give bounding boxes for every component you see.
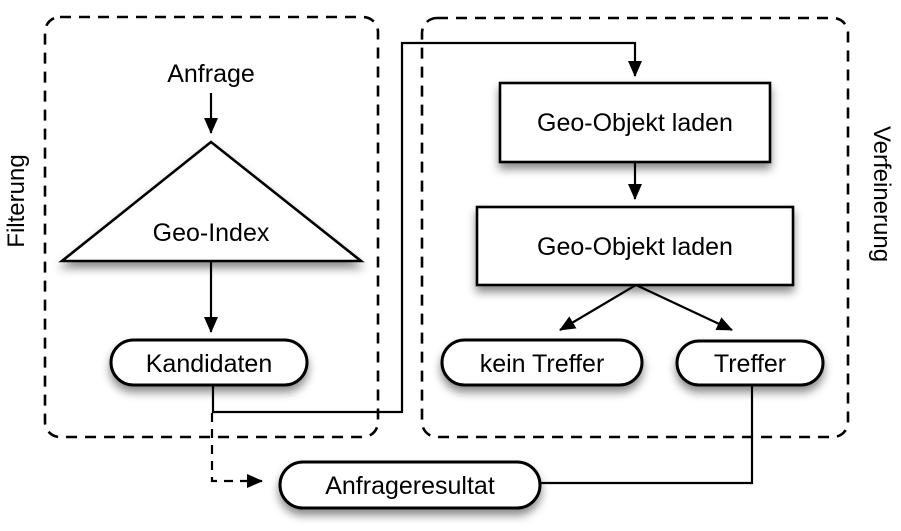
node-geo-objekt-laden-1-label: Geo-Objekt laden <box>537 109 733 137</box>
node-kein-treffer-label: kein Treffer <box>480 350 605 378</box>
node-kein-treffer <box>440 338 644 387</box>
edge-treffer-to-anfrageresultat <box>541 385 754 485</box>
node-treffer <box>675 339 825 387</box>
node-geo-objekt-laden-2-label: Geo-Objekt laden <box>537 233 733 261</box>
edge-kandidaten-to-laden1 <box>211 41 642 414</box>
phase-box-filterung <box>43 15 380 439</box>
node-anfrageresultat-label: Anfrageresultat <box>325 472 495 500</box>
node-kandidaten <box>109 338 309 387</box>
edge-kandidaten-to-anfrageresultat-dashed <box>210 413 263 488</box>
node-anfrageresultat <box>278 460 542 510</box>
phase-box-verfeinerung <box>420 16 850 439</box>
phase-label-filterung: Filterung <box>3 154 30 247</box>
node-geo-index-triangle <box>58 140 365 263</box>
edge-laden2-to-keintreffer <box>559 284 637 331</box>
node-geo-objekt-laden-2 <box>475 205 795 287</box>
node-geo-objekt-laden-1 <box>498 81 772 164</box>
node-kandidaten-label: Kandidaten <box>146 350 273 378</box>
node-geo-index-label: Geo-Index <box>153 219 270 247</box>
node-anfrage: Anfrage <box>167 60 255 88</box>
edge-laden2-to-treffer <box>635 284 733 331</box>
node-treffer-label: Treffer <box>714 350 786 378</box>
phase-label-verfeinerung: Verfeinerung <box>868 126 895 262</box>
